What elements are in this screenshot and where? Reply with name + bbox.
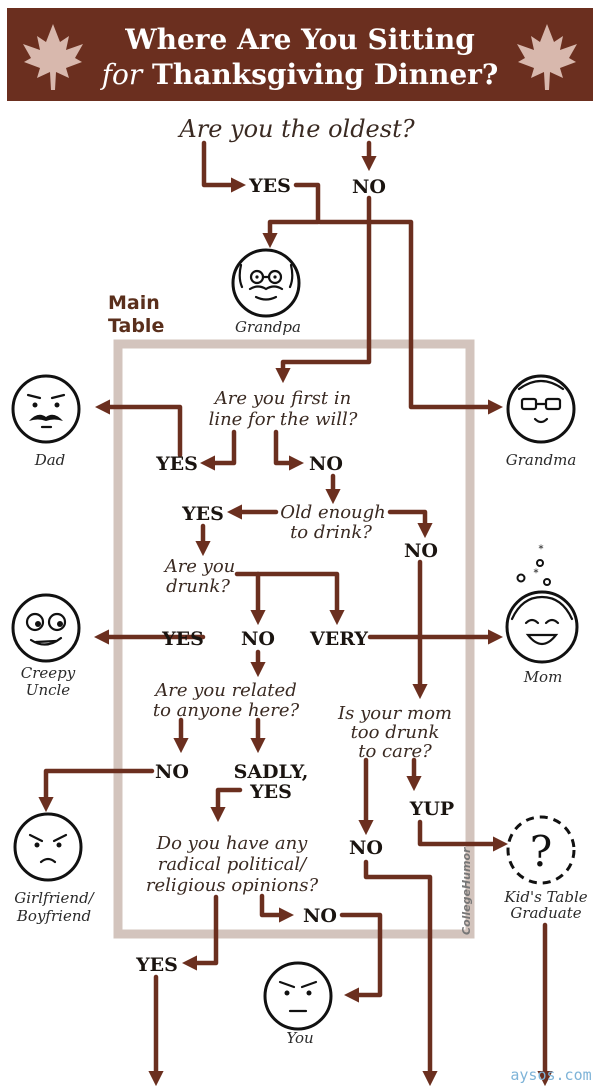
question-related-line2: to anyone here? bbox=[153, 700, 300, 721]
question-radical-line2: radical political/ bbox=[158, 854, 308, 875]
question-will-line2: line for the will? bbox=[209, 409, 358, 430]
label-creepy-line2: Uncle bbox=[26, 681, 71, 699]
maple-leaf-icon bbox=[23, 24, 83, 90]
mom-face-icon bbox=[505, 590, 579, 664]
label-kids-line2: Graduate bbox=[510, 904, 581, 922]
question-mark-icon: ? bbox=[506, 815, 576, 885]
question-related-line1: Are you related bbox=[153, 680, 296, 701]
main-table-label-line2: Table bbox=[108, 315, 164, 337]
answer-oldest-no: NO bbox=[352, 176, 386, 198]
question-will-line1: Are you first in bbox=[213, 388, 351, 409]
answer-will-no: NO bbox=[309, 453, 343, 475]
answer-mom-no: NO bbox=[349, 837, 383, 859]
question-oldest: Are you the oldest? bbox=[177, 115, 414, 143]
answer-drink-yes: YES bbox=[181, 503, 224, 525]
answer-mom-yup: YUP bbox=[409, 798, 454, 820]
answer-related-no: NO bbox=[155, 761, 189, 783]
flow-arrows bbox=[38, 140, 553, 1087]
title-banner: Where Are You Sitting for Thanksgiving D… bbox=[7, 8, 593, 101]
title-line-2: for Thanksgiving Dinner? bbox=[100, 58, 499, 91]
answer-oldest-yes: YES bbox=[248, 175, 291, 197]
label-dad: Dad bbox=[34, 451, 66, 469]
label-gf-line1: Girlfriend/ bbox=[14, 889, 95, 907]
girlfriend-boyfriend-face-icon bbox=[13, 812, 83, 882]
label-grandma: Grandma bbox=[506, 451, 577, 469]
label-grandpa: Grandpa bbox=[235, 318, 301, 336]
question-mom-line1: Is your mom bbox=[337, 703, 452, 724]
question-drunk-line2: drunk? bbox=[166, 576, 230, 597]
question-drunk-line1: Are you bbox=[163, 556, 236, 577]
question-mom-line2: too drunk bbox=[351, 722, 440, 743]
question-radical-line1: Do you have any bbox=[156, 833, 309, 854]
answer-related-sadly: SADLY, bbox=[234, 761, 309, 783]
label-you: You bbox=[286, 1029, 313, 1047]
title-rest: Thanksgiving Dinner? bbox=[142, 58, 498, 91]
question-drink-line2: to drink? bbox=[290, 522, 372, 543]
creepy-uncle-face-icon bbox=[11, 593, 81, 663]
svg-text:*: * bbox=[539, 544, 544, 555]
answer-drunk-no: NO bbox=[241, 628, 275, 650]
bubbles-icon: * * bbox=[516, 544, 551, 586]
svg-text:*: * bbox=[534, 568, 539, 579]
question-mark: ? bbox=[530, 827, 553, 876]
dad-face-icon bbox=[11, 374, 81, 444]
grandpa-face-icon bbox=[231, 248, 301, 318]
answer-drunk-very: VERY bbox=[309, 628, 368, 650]
answer-radical-no: NO bbox=[303, 905, 337, 927]
maple-leaf-icon bbox=[517, 24, 577, 90]
label-gf-line2: Boyfriend bbox=[16, 907, 91, 925]
site-watermark: aysos.com bbox=[510, 1066, 591, 1084]
question-mom-line3: to care? bbox=[358, 741, 432, 762]
grandma-face-icon bbox=[506, 374, 576, 444]
title-for: for bbox=[100, 58, 144, 91]
question-radical-line3: religious opinions? bbox=[146, 875, 319, 896]
question-drink-line1: Old enough bbox=[280, 502, 386, 523]
answer-related-sadly-yes: YES bbox=[249, 781, 292, 803]
label-creepy-line1: Creepy bbox=[21, 664, 76, 682]
answer-radical-yes: YES bbox=[135, 954, 178, 976]
you-face-icon bbox=[263, 961, 333, 1031]
label-kids-line1: Kid's Table bbox=[503, 888, 587, 906]
answer-drink-no: NO bbox=[404, 540, 438, 562]
collegehumor-watermark: CollegeHumor bbox=[460, 847, 473, 935]
main-table-label-line1: Main bbox=[108, 292, 160, 314]
title-line-1: Where Are You Sitting bbox=[124, 23, 475, 56]
answer-will-yes: YES bbox=[155, 453, 198, 475]
answer-drunk-yes: YES bbox=[161, 628, 204, 650]
label-mom: Mom bbox=[523, 668, 563, 686]
